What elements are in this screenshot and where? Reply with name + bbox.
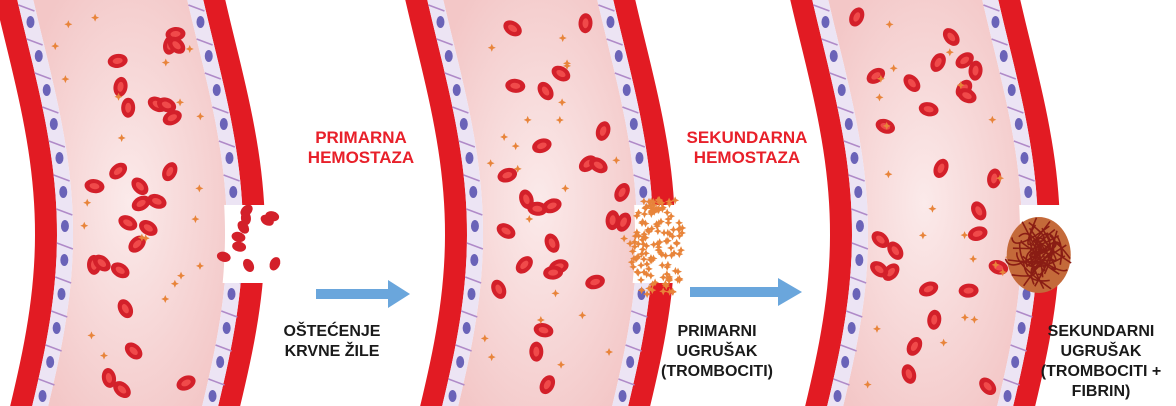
cell-nucleus xyxy=(838,84,846,96)
cell-nucleus xyxy=(852,288,860,300)
cell-nucleus xyxy=(436,16,444,28)
stage-label-line: (TROMBOCITI + xyxy=(1030,362,1172,382)
cell-nucleus xyxy=(854,186,862,198)
cell-nucleus xyxy=(1015,118,1023,130)
cell-nucleus xyxy=(991,16,999,28)
stage-label-secondary-clot: SEKUNDARNI UGRUŠAK (TROMBOCITI + FIBRIN) xyxy=(1030,322,1172,402)
cell-nucleus xyxy=(1020,152,1028,164)
cell-nucleus xyxy=(467,288,475,300)
stage-label-line: UGRUŠAK xyxy=(1030,342,1172,362)
arrow-right-icon xyxy=(690,278,802,306)
cell-nucleus xyxy=(220,118,228,130)
cell-nucleus xyxy=(61,220,69,232)
cell-nucleus xyxy=(456,356,464,368)
cell-nucleus xyxy=(445,50,453,62)
cell-nucleus xyxy=(46,356,54,368)
cell-nucleus xyxy=(845,118,853,130)
cell-nucleus xyxy=(841,356,849,368)
cell-nucleus xyxy=(223,322,231,334)
cell-nucleus xyxy=(850,152,858,164)
cell-nucleus xyxy=(39,390,47,402)
cell-nucleus xyxy=(1018,322,1026,334)
cell-nucleus xyxy=(35,50,43,62)
cell-nucleus xyxy=(225,152,233,164)
stage-label-line: FIBRIN) xyxy=(1030,382,1172,402)
cell-nucleus xyxy=(834,390,842,402)
cell-nucleus xyxy=(623,84,631,96)
process-label-primary: PRIMARNA HEMOSTAZA xyxy=(296,128,426,168)
cell-nucleus xyxy=(626,356,634,368)
stage-label-primary-clot: PRIMARNI UGRUŠAK (TROMBOCITI) xyxy=(642,322,792,382)
cell-nucleus xyxy=(205,50,213,62)
process-label-line: SEKUNDARNA xyxy=(672,128,822,148)
process-label-line: HEMOSTAZA xyxy=(296,148,426,168)
cell-nucleus xyxy=(1008,84,1016,96)
cell-nucleus xyxy=(635,152,643,164)
process-label-line: PRIMARNA xyxy=(296,128,426,148)
cell-nucleus xyxy=(50,118,58,130)
stage-label-line: UGRUŠAK xyxy=(642,342,792,362)
cell-nucleus xyxy=(470,254,478,266)
cell-nucleus xyxy=(60,254,68,266)
cell-nucleus xyxy=(1004,390,1012,402)
cell-nucleus xyxy=(1011,356,1019,368)
cell-nucleus xyxy=(57,288,65,300)
stage-label-line: PRIMARNI xyxy=(642,322,792,342)
cell-nucleus xyxy=(227,288,235,300)
cell-nucleus xyxy=(213,84,221,96)
cell-nucleus xyxy=(619,390,627,402)
cell-nucleus xyxy=(229,186,237,198)
cell-nucleus xyxy=(216,356,224,368)
cell-nucleus xyxy=(856,220,864,232)
cell-nucleus xyxy=(55,152,63,164)
cell-nucleus xyxy=(1000,50,1008,62)
cell-nucleus xyxy=(196,16,204,28)
stage-label-line: KRVNE ŽILE xyxy=(262,342,402,362)
cell-nucleus xyxy=(830,50,838,62)
cell-nucleus xyxy=(209,390,217,402)
cell-nucleus xyxy=(26,16,34,28)
cell-nucleus xyxy=(463,322,471,334)
cell-nucleus xyxy=(465,152,473,164)
cell-nucleus xyxy=(615,50,623,62)
stage-label-line: OŠTEĆENJE xyxy=(262,322,402,342)
cell-nucleus xyxy=(53,322,61,334)
cell-nucleus xyxy=(855,254,863,266)
stage-label-line: SEKUNDARNI xyxy=(1030,322,1172,342)
cell-nucleus xyxy=(1024,186,1032,198)
cell-nucleus xyxy=(630,118,638,130)
cell-nucleus xyxy=(453,84,461,96)
cell-nucleus xyxy=(43,84,51,96)
cell-nucleus xyxy=(471,220,479,232)
stage-label-line: (TROMBOCITI) xyxy=(642,362,792,382)
cell-nucleus xyxy=(469,186,477,198)
cell-nucleus xyxy=(633,322,641,334)
vessel-secondary-clot xyxy=(788,0,1071,406)
process-label-secondary: SEKUNDARNA HEMOSTAZA xyxy=(672,128,822,168)
cell-nucleus xyxy=(639,186,647,198)
vessel-damaged xyxy=(0,0,282,406)
cell-nucleus xyxy=(821,16,829,28)
cell-nucleus xyxy=(606,16,614,28)
stage-label-damage: OŠTEĆENJE KRVNE ŽILE xyxy=(262,322,402,362)
cell-nucleus xyxy=(449,390,457,402)
cell-nucleus xyxy=(59,186,67,198)
process-label-line: HEMOSTAZA xyxy=(672,148,822,168)
leaking-cell xyxy=(267,255,282,272)
cell-nucleus xyxy=(848,322,856,334)
arrow-right-icon xyxy=(316,280,410,308)
cell-nucleus xyxy=(460,118,468,130)
